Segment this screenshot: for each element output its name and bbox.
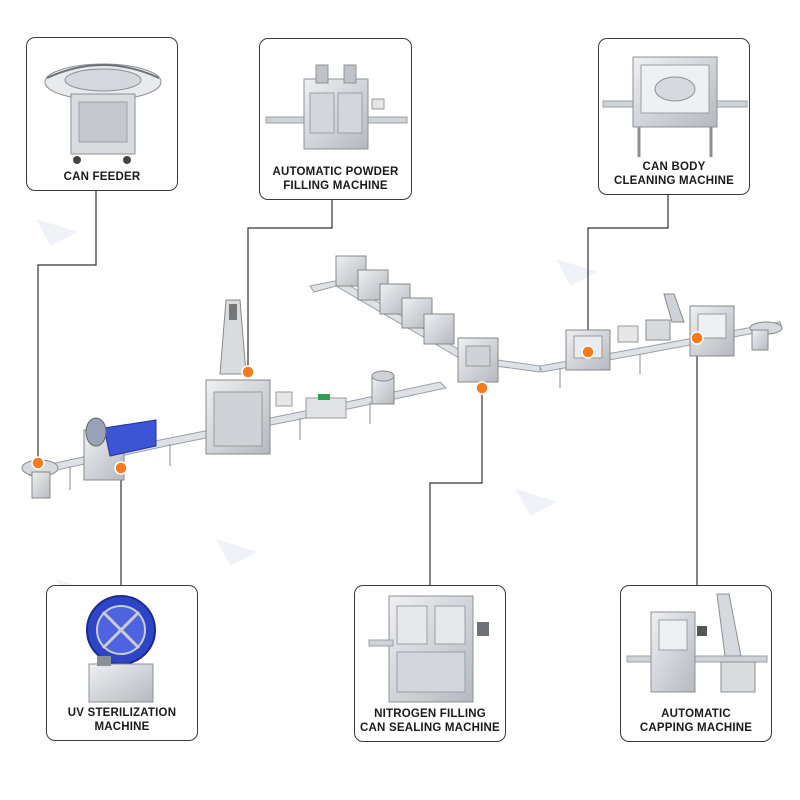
card-powder-filling: AUTOMATIC POWDER FILLING MACHINE <box>259 38 412 200</box>
can-body-cleaning-image <box>602 56 748 157</box>
orange-dot-marker <box>114 461 128 475</box>
automatic-capping-image <box>626 593 768 693</box>
orange-dot-marker <box>31 456 45 470</box>
machine-label: CAN BODY CLEANING MACHINE <box>613 161 735 187</box>
uv-sterilization-image <box>86 595 156 703</box>
orange-dot-marker <box>475 381 489 395</box>
can-body-cleaning-unit <box>565 293 685 371</box>
machine-label: NITROGEN FILLING CAN SEALING MACHINE <box>360 708 500 734</box>
machine-label: UV STERILIZATION MACHINE <box>67 707 177 733</box>
card-automatic-capping: AUTOMATIC CAPPING MACHINE <box>620 585 772 742</box>
card-can-feeder: CAN FEEDER <box>26 37 178 191</box>
automatic-capping-unit <box>689 305 783 357</box>
orange-dot-marker <box>241 365 255 379</box>
powder-filling-image <box>265 64 408 150</box>
machine-label: AUTOMATIC CAPPING MACHINE <box>639 708 753 734</box>
orange-dot-marker <box>581 345 595 359</box>
can-feeder-image <box>44 63 162 164</box>
card-can-body-cleaning: CAN BODY CLEANING MACHINE <box>598 38 750 195</box>
machine-label: CAN FEEDER <box>63 171 141 183</box>
card-nitrogen-sealing: NITROGEN FILLING CAN SEALING MACHINE <box>354 585 506 742</box>
sealing-line <box>309 255 541 383</box>
leader-lines <box>37 190 698 585</box>
orange-dot-marker <box>690 331 704 345</box>
mid-line-units <box>305 370 395 419</box>
nitrogen-sealing-image <box>368 595 489 703</box>
card-uv-sterilization: UV STERILIZATION MACHINE <box>46 585 198 741</box>
uv-sterilization-unit <box>83 417 157 481</box>
marker-dots <box>31 331 704 475</box>
machine-label: AUTOMATIC POWDER FILLING MACHINE <box>272 166 399 192</box>
